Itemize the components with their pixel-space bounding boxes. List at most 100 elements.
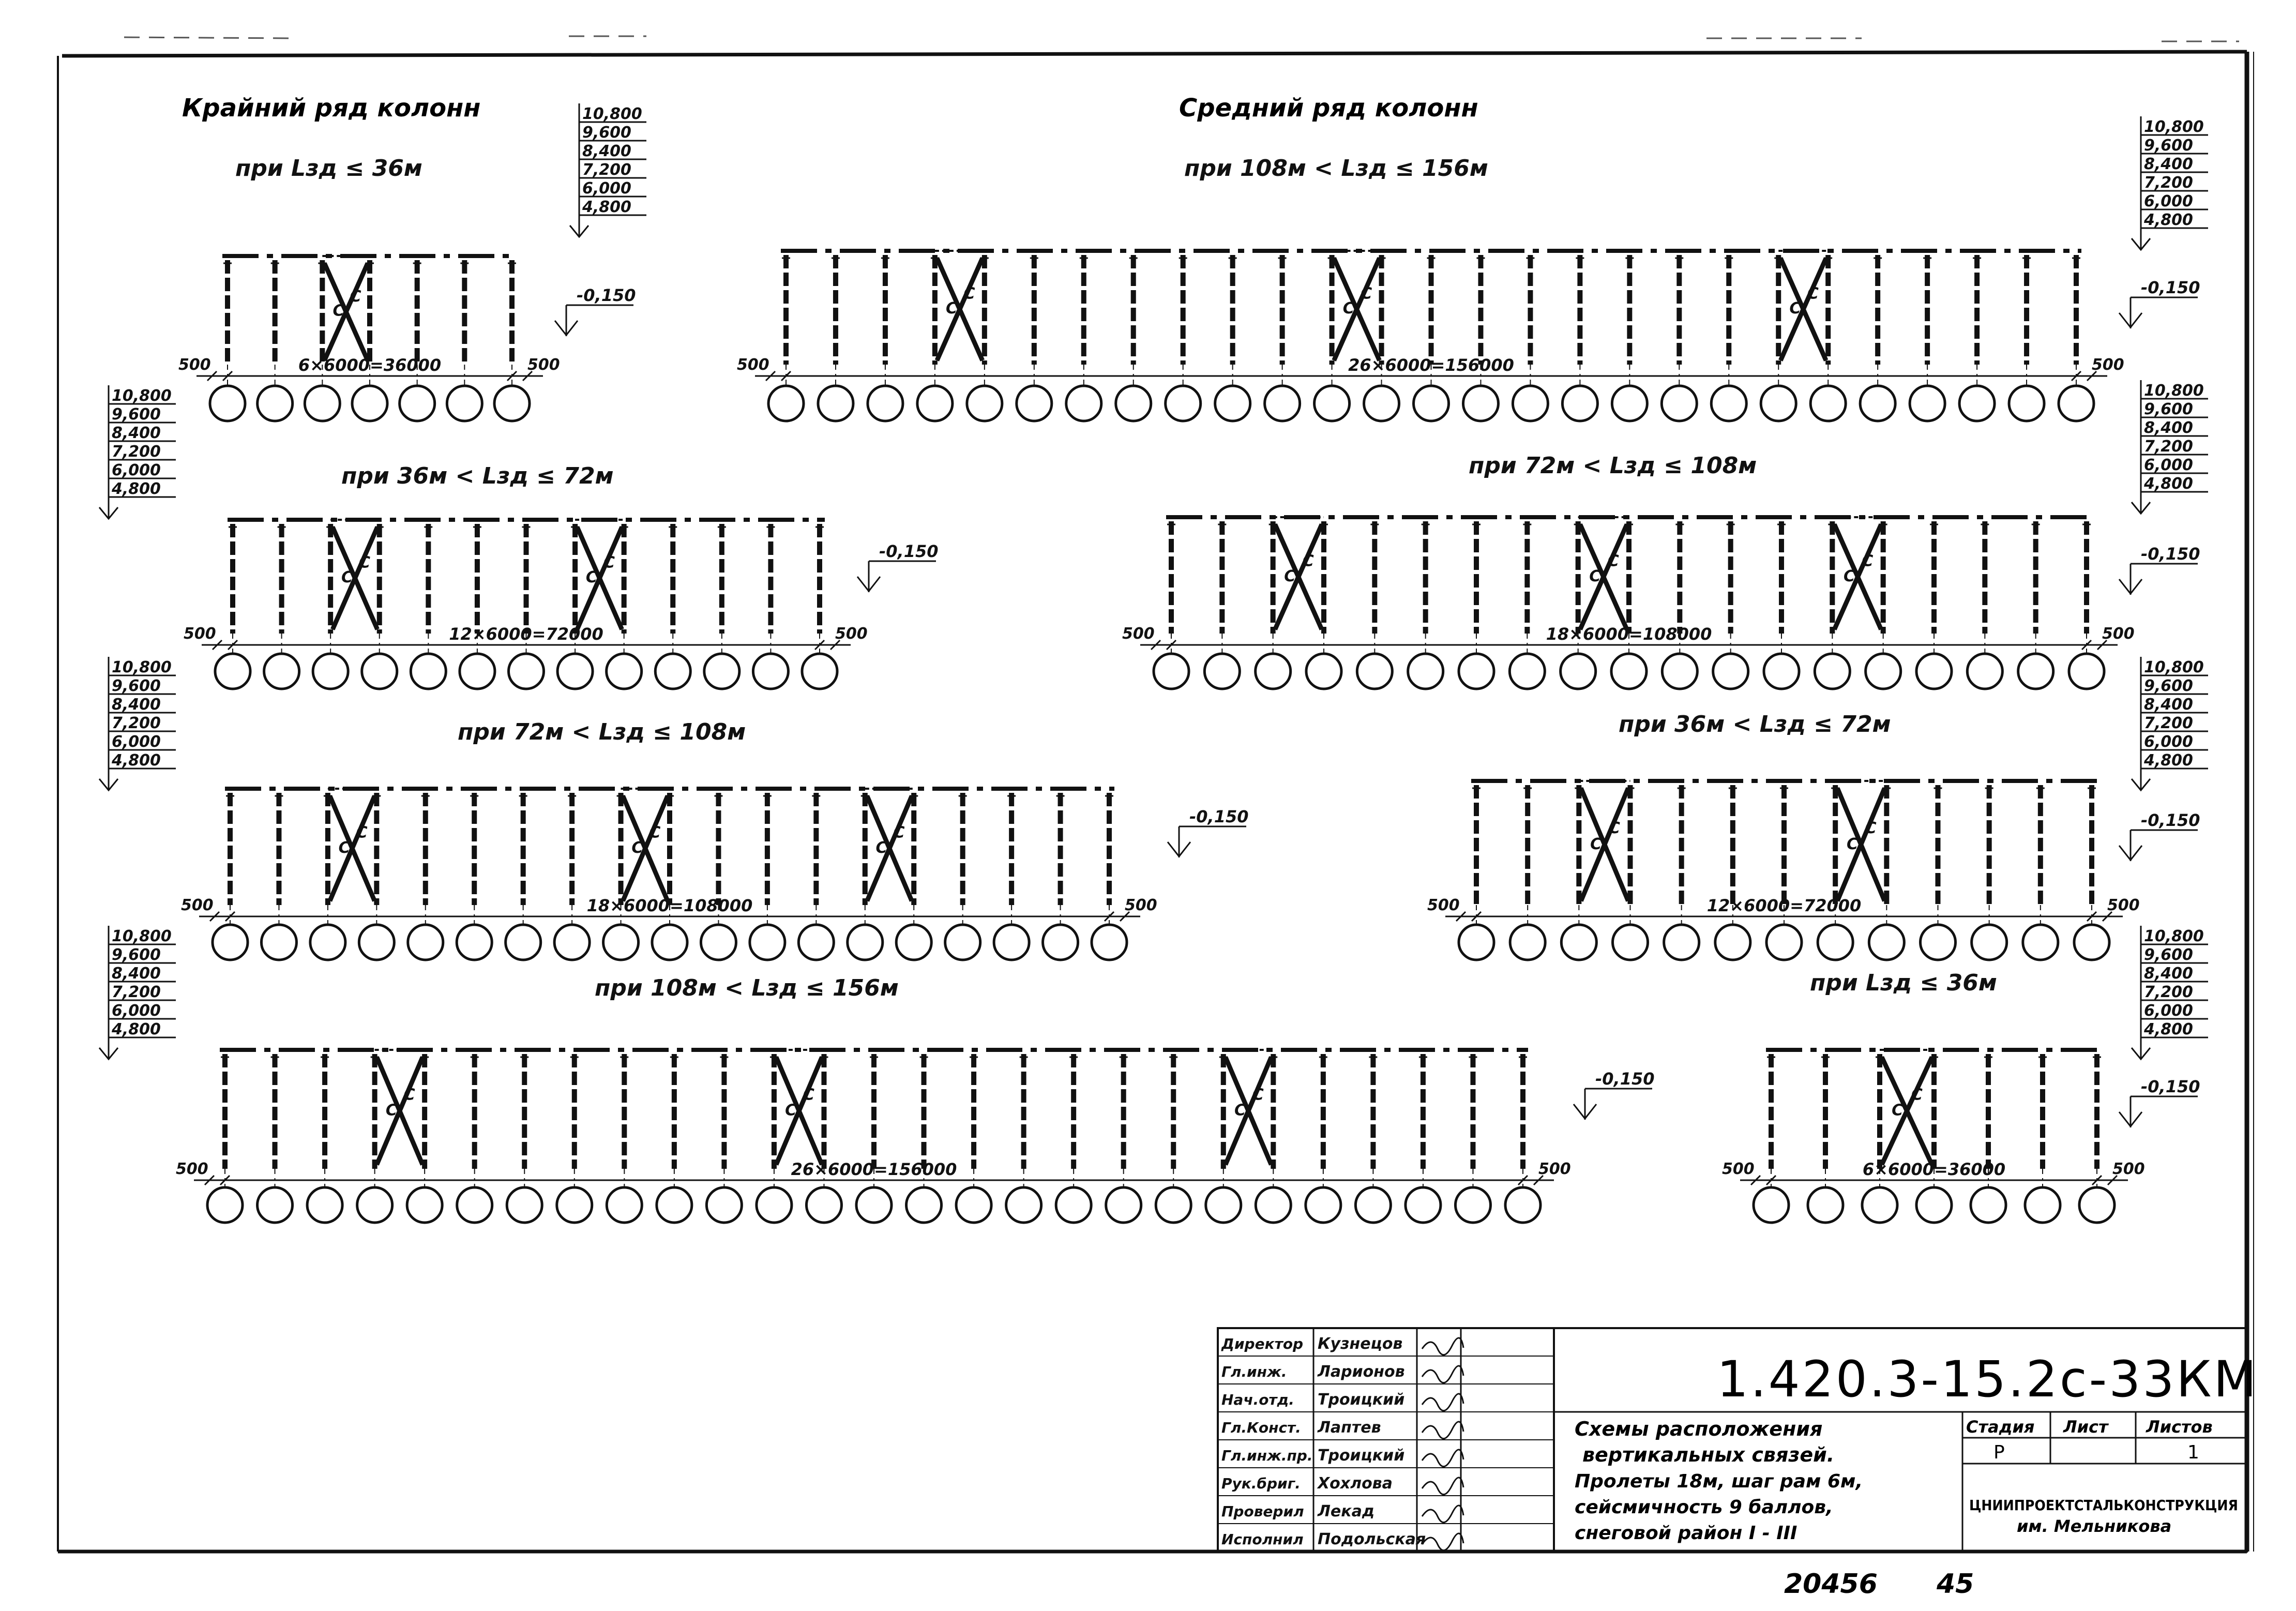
drawing-code: 1.420.3-15.2с-33КМ [1717, 1350, 2258, 1408]
dimension-tick [219, 1175, 231, 1186]
scheme-title: при 108м < Lзд ≤ 156м [1184, 155, 1488, 182]
axis-bubble [1864, 652, 1902, 690]
axis-bubble [214, 652, 252, 690]
axis-bubble [356, 1186, 394, 1224]
level-mark: 9,600 [2144, 677, 2193, 695]
axis-bubble [1969, 1186, 2007, 1224]
level-mark: 9,600 [112, 677, 161, 695]
brace-label: С [339, 839, 350, 857]
axis-bubble [1412, 384, 1450, 423]
axis-bubble [1304, 1186, 1342, 1224]
axis-bubble [1354, 1186, 1392, 1224]
level-mark: 4,800 [2143, 1020, 2193, 1038]
axis-bubble [1816, 923, 1854, 961]
brace-diagonal [1879, 1056, 1935, 1166]
sheet-frame [57, 50, 2254, 1554]
axis-bubble [458, 652, 496, 690]
dimension-text: 26×6000=156000 [791, 1160, 957, 1179]
brace-label: С [803, 1086, 814, 1104]
axis-bubble [916, 384, 954, 423]
signature-mark [1421, 1365, 1464, 1383]
level-mark: 4,800 [2143, 211, 2193, 229]
level-mark: 4,800 [582, 198, 631, 216]
dimension-tick [2107, 1175, 2118, 1186]
level-stacks: 10,8009,6008,4007,2006,0004,80010,8009,6… [98, 103, 2208, 1061]
middle-row-header: Средний ряд колонн [1179, 94, 1478, 123]
vertical-brace: СС [1332, 250, 1382, 362]
dimension-tick [206, 370, 218, 382]
axis-bubble [1867, 923, 1906, 961]
axis-bubble [1559, 652, 1597, 690]
staff-role: Нач.отд. [1221, 1391, 1294, 1408]
staff-name: Хохлова [1317, 1474, 1393, 1493]
level-mark: 9,600 [2144, 137, 2193, 155]
vertical-brace: СС [1578, 516, 1629, 630]
staff-name: Кузнецов [1318, 1335, 1402, 1353]
edge-offset-left: 500 [178, 356, 211, 374]
brace-label: С [1589, 567, 1600, 585]
dimension-tick [222, 370, 233, 382]
level-mark: 9,600 [582, 124, 631, 142]
axis-bubble [507, 652, 545, 690]
axis-bubble [1313, 384, 1351, 423]
level-arrow [2131, 778, 2151, 792]
brace-label: С [1590, 835, 1602, 853]
axis-bubble [2078, 1186, 2116, 1224]
axis-bubble [1203, 652, 1241, 690]
ground-level-text: -0,150 [2141, 544, 2200, 564]
ground-level-text: -0,150 [2141, 278, 2200, 297]
level-mark: 6,000 [112, 461, 161, 479]
sheets-header: Листов [2146, 1417, 2213, 1437]
dimension-tick [1471, 911, 1482, 922]
dimension-tick [1455, 911, 1467, 922]
axis-bubble [1363, 384, 1401, 423]
signature-mark [1421, 1532, 1464, 1551]
level-arrow [2131, 502, 2151, 515]
brace-label: С [341, 568, 353, 586]
axis-bubble [605, 652, 643, 690]
axis-bubble [1454, 1186, 1492, 1224]
edge-offset-right: 500 [2092, 356, 2124, 374]
level-mark: 10,800 [2144, 382, 2204, 400]
dimension-tick [1166, 639, 1177, 651]
axis-bubble [556, 652, 594, 690]
brace-label: С [946, 299, 957, 318]
brace-diagonal [327, 795, 377, 902]
ground-level-mark: -0,150 [1573, 1069, 1655, 1120]
level-mark: 8,400 [112, 424, 161, 442]
axis-bubble [1461, 384, 1500, 423]
level-mark: 6,000 [112, 733, 161, 751]
level-mark: 10,800 [112, 658, 172, 676]
level-mark: 4,800 [111, 751, 161, 770]
brace-label: С [1303, 552, 1314, 570]
brace-label: С [894, 824, 905, 842]
vertical-brace: СС [1223, 1049, 1274, 1166]
vertical-brace: СС [774, 1049, 824, 1166]
edge-offset-right: 500 [1538, 1160, 1571, 1178]
brace-label: С [1807, 284, 1819, 303]
vertical-brace: СС [327, 788, 377, 902]
dimension-tick [2081, 639, 2092, 651]
ground-arrow [856, 576, 881, 593]
format-number: 45 [1936, 1569, 1974, 1600]
edge-offset-left: 500 [737, 356, 769, 374]
level-mark: 7,200 [2144, 174, 2193, 192]
axis-bubble [905, 1186, 943, 1224]
axis-bubble [360, 652, 399, 690]
axis-bubble [805, 1186, 843, 1224]
ground-level-mark: -0,150 [2118, 544, 2200, 595]
dimension-text: 6×6000=36000 [298, 355, 441, 375]
ground-arrow [2118, 845, 2143, 862]
level-arrow [98, 1047, 119, 1061]
axis-bubble [1154, 1186, 1192, 1224]
dimension-tick [209, 911, 220, 922]
sheets-value: 1 [2187, 1442, 2199, 1463]
axis-bubble [1508, 923, 1547, 961]
axis-bubble [655, 1186, 693, 1224]
axis-bubble [1660, 652, 1699, 690]
axis-bubble [699, 923, 737, 961]
scan-marks [124, 35, 2239, 42]
brace-diagonal [330, 526, 380, 630]
